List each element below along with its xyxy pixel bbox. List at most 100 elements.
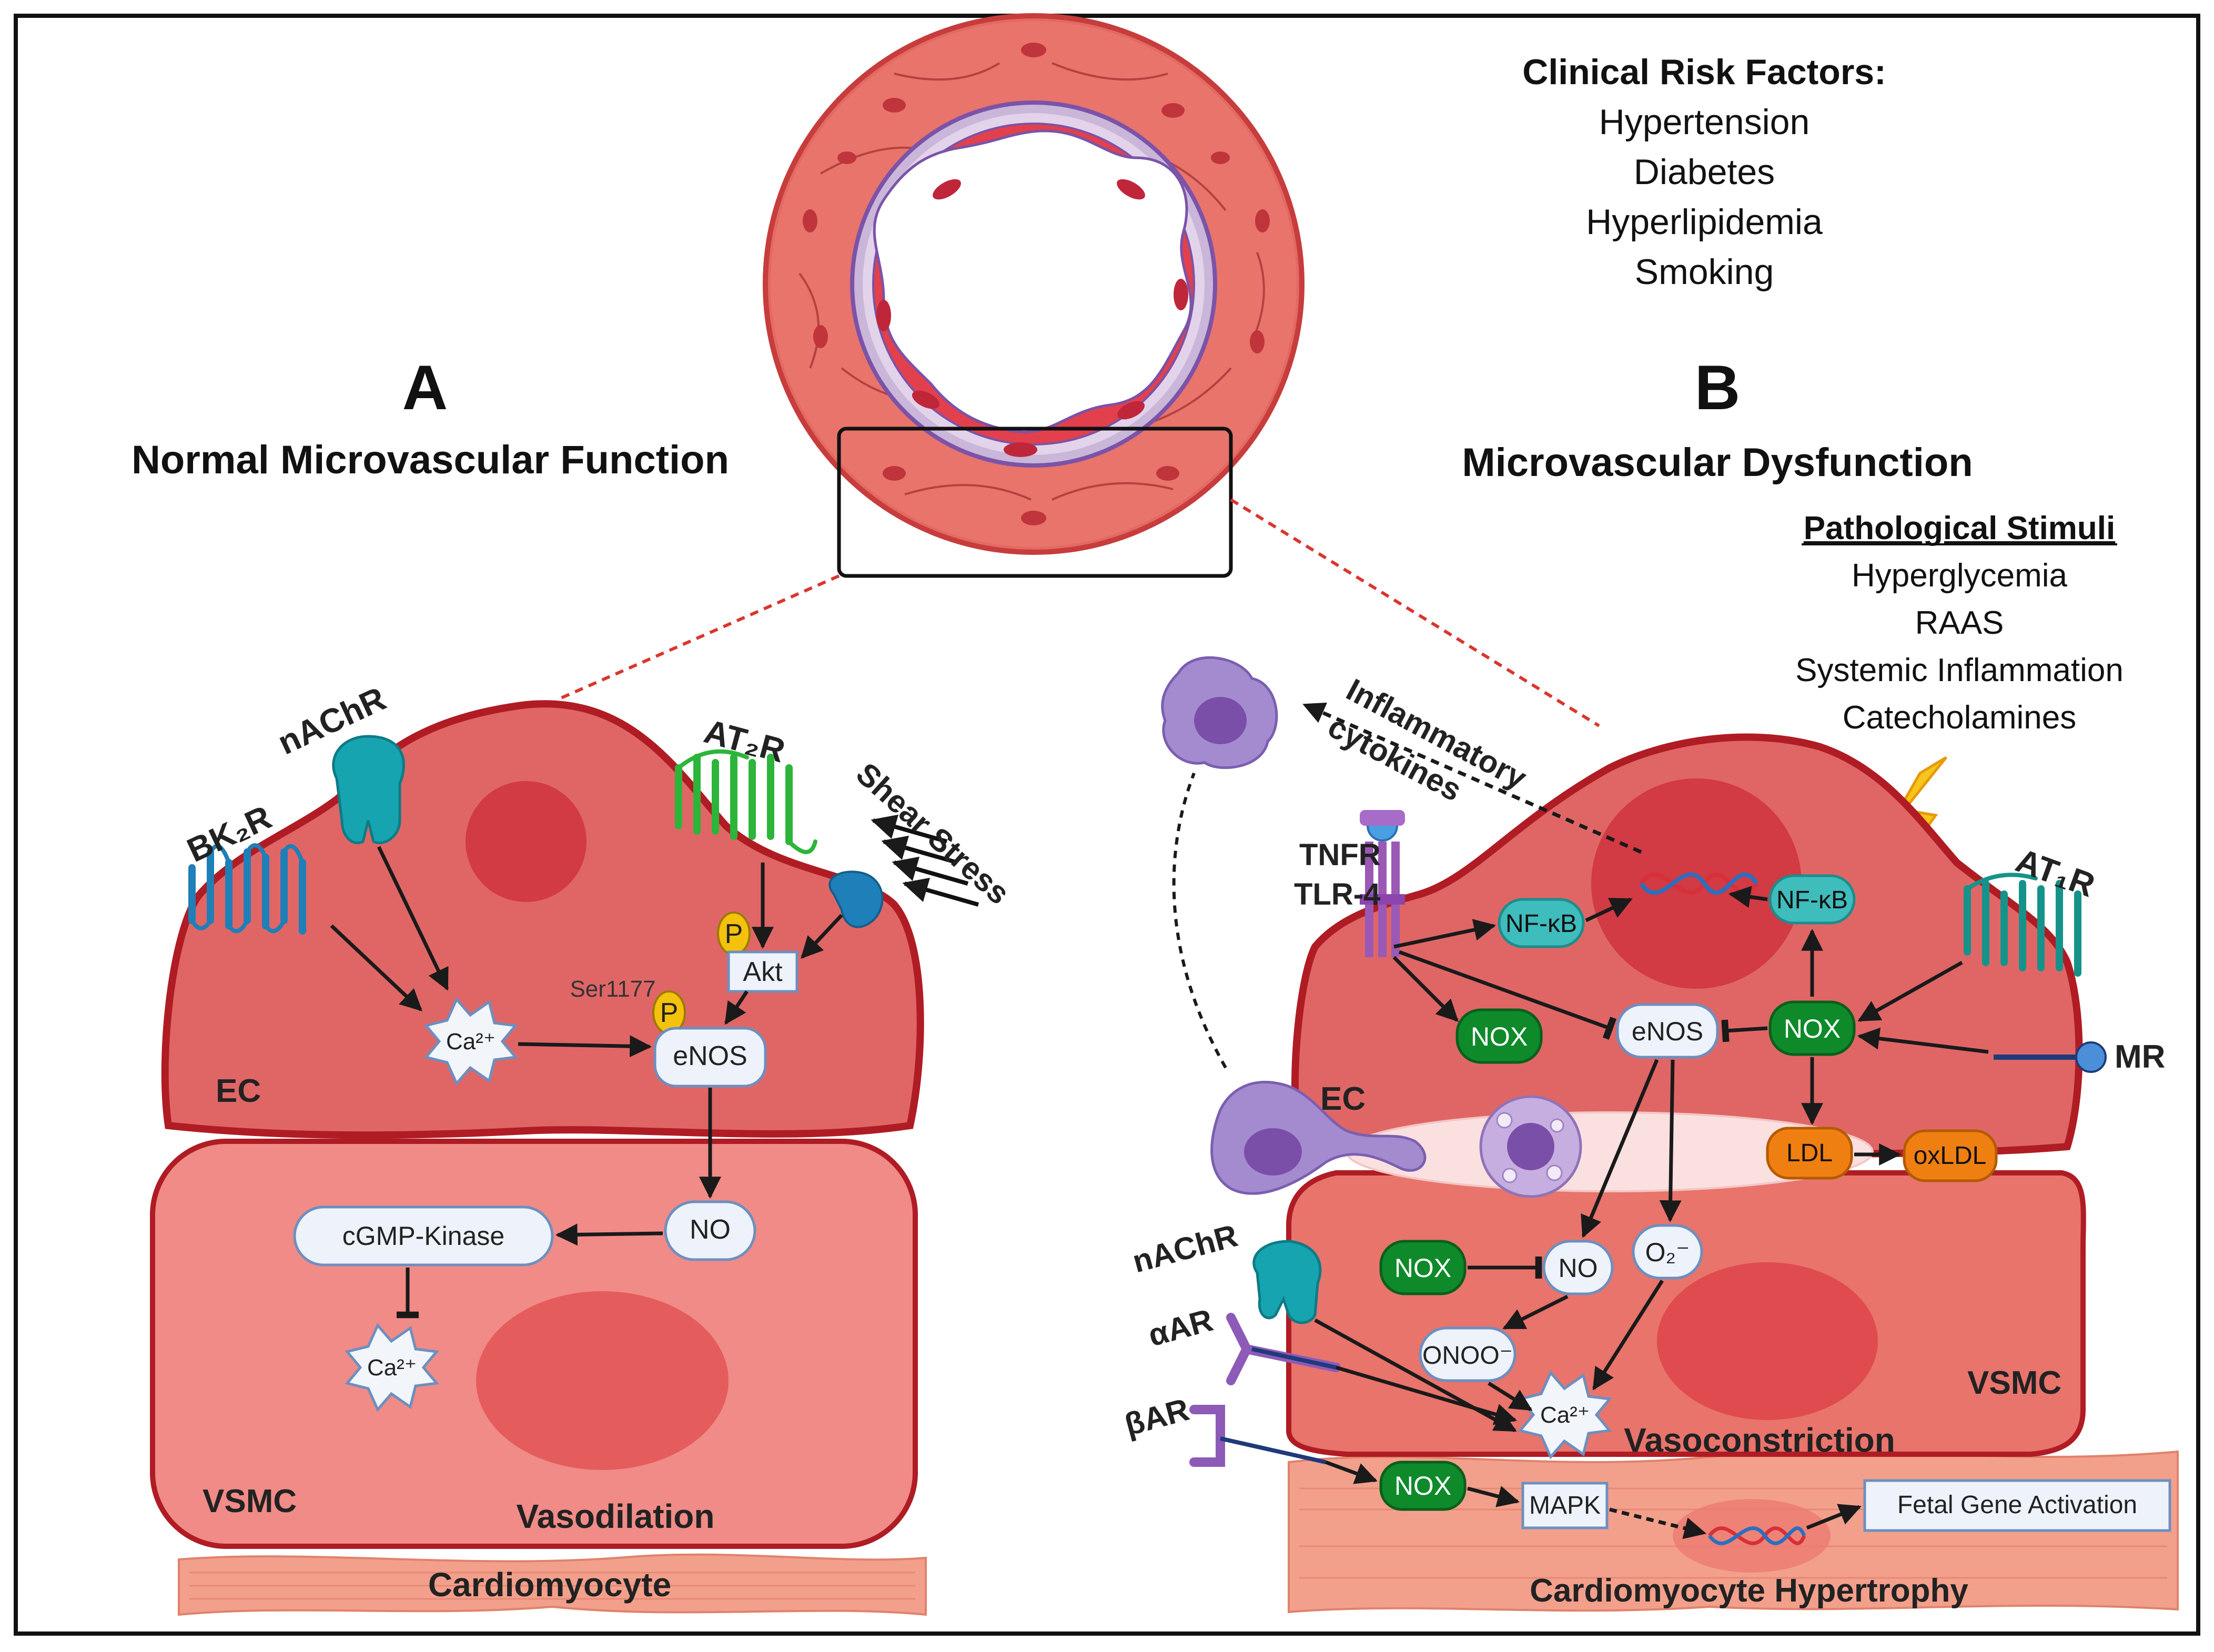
ec-nucleus-b: [1591, 778, 1802, 989]
bk2r-receptor: [188, 843, 306, 935]
pathological-heading: Pathological Stimuli: [1804, 510, 2116, 546]
pathological-item: Systemic Inflammation: [1795, 652, 2124, 688]
figure-frame: [14, 14, 2200, 1636]
vsmc-nucleus-b: [1657, 1262, 1878, 1420]
p-enos-label: P: [660, 998, 679, 1028]
at2r-receptor: [675, 749, 817, 854]
o2-node: [1632, 1224, 1703, 1280]
mechanosensor: [828, 870, 884, 928]
mr-label: MR: [2115, 1039, 2165, 1075]
neutrophil-nucleus: [1507, 1123, 1554, 1170]
ldl-label: LDL: [1786, 1139, 1833, 1167]
ca-ec-node: [423, 997, 518, 1086]
shear-stress-arrows: [871, 814, 979, 907]
cm-nucleus-b: [1673, 1499, 1831, 1573]
macrophage-transmigrating-nucleus: [1244, 1128, 1302, 1175]
migration-path: [1172, 772, 1227, 1069]
nox-cm-node: [1379, 1461, 1467, 1511]
tnfr-label: TNFR: [1299, 838, 1381, 872]
panel-b-title: Microvascular Dysfunction: [1462, 440, 1973, 485]
nox-vsmc-label: NOX: [1394, 1253, 1451, 1283]
risk-factor-item: Diabetes: [1634, 152, 1775, 192]
nfkb-right-label: NF-κB: [1776, 886, 1848, 914]
cytokine-arrow: [1302, 702, 1642, 854]
zoom-line-left: [557, 574, 840, 701]
akt-node: [727, 950, 798, 993]
vsmc-label-a: VSMC: [203, 1483, 297, 1519]
onoo-label: ONOO⁻: [1422, 1342, 1513, 1370]
nfkb-right-node: [1768, 874, 1856, 925]
nfkb-left-label: NF-κB: [1505, 910, 1577, 938]
beta-ar-stem: [1220, 1436, 1326, 1464]
mr-receptor: [2075, 1041, 2107, 1073]
nachr-label-b: nAChR: [1129, 1218, 1241, 1279]
macrophage-top-nucleus: [1194, 697, 1247, 744]
panel-a-letter: A: [402, 352, 448, 423]
ca-ec-label: Ca²⁺: [446, 1029, 496, 1055]
beta-ar-label: βAR: [1121, 1392, 1192, 1443]
risk-factor-item: Hypertension: [1599, 102, 1810, 142]
mapk-node: [1521, 1482, 1609, 1529]
cgmp-kinase-label: cGMP-Kinase: [342, 1221, 504, 1251]
panel-a: A Normal Microvascular Function BK₂R nAC…: [132, 352, 1016, 1616]
ec-label-a: EC: [216, 1073, 261, 1109]
dna-cm-icon: [1708, 1526, 1806, 1545]
zoom-line-right: [1230, 498, 1600, 727]
ec-nucleus-a: [466, 781, 587, 902]
risk-factor-item: Hyperlipidemia: [1586, 202, 1823, 242]
p-akt-label: P: [725, 919, 743, 949]
no-node-a: [664, 1200, 756, 1261]
risk-factors-heading: Clinical Risk Factors:: [1522, 52, 1886, 92]
mapk-label: MAPK: [1529, 1492, 1601, 1519]
nox-ec-left-label: NOX: [1471, 1022, 1528, 1051]
ec-cell-a: [161, 700, 924, 1139]
nachr-receptor-a: [332, 735, 405, 845]
pathological-item: Catecholamines: [1843, 700, 2077, 736]
oxldl-label: oxLDL: [1914, 1142, 1987, 1170]
fetal-gene-node: [1863, 1479, 2171, 1532]
nox-ec-right-label: NOX: [1784, 1014, 1841, 1043]
ca-b-node: [1518, 1370, 1612, 1460]
ec-label-b: EC: [1320, 1081, 1366, 1117]
enos-label-a: eNOS: [673, 1041, 747, 1071]
alpha-ar-label: αAR: [1145, 1302, 1217, 1353]
at1r-receptor: [1964, 873, 2081, 977]
enos-node-b: [1616, 1003, 1719, 1059]
panel-a-arrows: [330, 846, 843, 1319]
nox-ec-right-node: [1768, 1000, 1856, 1056]
vessel-cross-section: [763, 13, 1305, 578]
enos-node-a: [653, 1027, 767, 1088]
vsmc-label-b: VSMC: [1967, 1365, 2061, 1401]
cardiomyocyte-label: Cardiomyocyte: [428, 1566, 671, 1604]
oxldl-node: [1903, 1129, 1998, 1182]
panel-b-letter: B: [1695, 352, 1741, 423]
onoo-node: [1419, 1326, 1517, 1382]
o2-label: O₂⁻: [1645, 1238, 1690, 1267]
panel-a-title: Normal Microvascular Function: [132, 438, 729, 482]
ca-vsmc-node: [345, 1323, 439, 1412]
no-label-a: NO: [690, 1214, 731, 1245]
nox-ec-left-node: [1455, 1008, 1543, 1064]
ca-vsmc-label: Ca²⁺: [367, 1355, 417, 1381]
tlr4-label: TLR-4: [1294, 877, 1380, 911]
cgmp-kinase-node: [293, 1205, 554, 1266]
akt-label: Akt: [743, 957, 783, 987]
zoom-box: [837, 427, 1233, 578]
risk-factor-item: Smoking: [1635, 252, 1774, 292]
risk-factors: Clinical Risk Factors: Hypertension Diab…: [1522, 52, 1886, 292]
panel-b-arrows: [1314, 886, 1989, 1539]
no-node-b: [1542, 1240, 1614, 1295]
panel-b: B Microvascular Dysfunction Pathological…: [1121, 352, 2179, 1614]
vasodilation-label: Vasodilation: [517, 1497, 715, 1535]
nfkb-left-node: [1498, 898, 1585, 948]
vasoconstriction-label: Vasoconstriction: [1624, 1421, 1895, 1459]
fetal-gene-label: Fetal Gene Activation: [1897, 1491, 2137, 1519]
nox-vsmc-node: [1379, 1240, 1467, 1295]
no-label-b: NO: [1559, 1253, 1598, 1283]
beta-ar-receptor: [1189, 1405, 1225, 1467]
alpha-ar-stem: [1251, 1347, 1337, 1370]
tnfr-tlr4-receptor: [1360, 810, 1405, 957]
cm-hypertrophy-label: Cardiomyocyte Hypertrophy: [1530, 1573, 1968, 1609]
